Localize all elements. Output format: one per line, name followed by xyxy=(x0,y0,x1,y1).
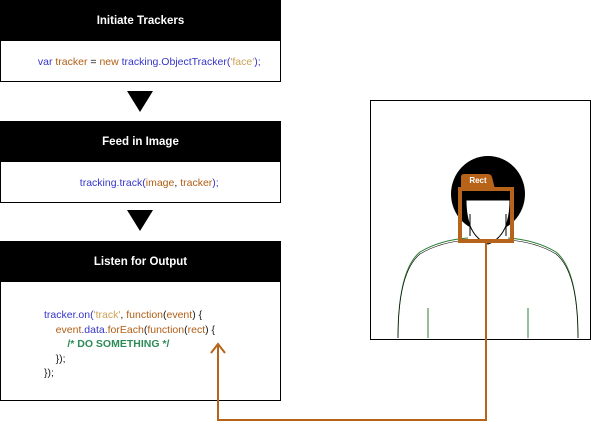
step-initiate-trackers: Initiate Trackers var tracker = new trac… xyxy=(0,0,281,82)
code-token: , xyxy=(120,309,127,321)
flow-arrow-down xyxy=(127,210,153,231)
code-token: function xyxy=(126,309,163,321)
code-token: new xyxy=(99,55,122,68)
code-token: .data. xyxy=(81,323,108,336)
step-title: Feed in Image xyxy=(1,122,280,162)
code-token: event xyxy=(166,309,193,321)
code-line: event.data.forEach(function(rect) { xyxy=(44,323,280,338)
step-listen-for-output: Listen for Output tracker.on('track', fu… xyxy=(0,241,281,401)
code-token: ( xyxy=(143,323,148,336)
step-title: Initiate Trackers xyxy=(1,1,280,41)
face-detection-illustration xyxy=(370,100,591,340)
code-token: image xyxy=(145,176,175,189)
code-token: tracker xyxy=(180,176,213,189)
code-token: ); xyxy=(212,176,219,189)
code-token: ) { xyxy=(192,309,203,321)
code-token: = xyxy=(87,55,100,68)
code-token xyxy=(44,324,56,336)
code-token: tracker.on( xyxy=(44,309,94,321)
code-token: tracker xyxy=(55,55,88,68)
code-comment: /* DO SOMETHING */ xyxy=(44,338,170,350)
code-token: , xyxy=(174,176,181,189)
code-snippet: tracking.track(image, tracker); xyxy=(1,162,280,203)
code-token: ); xyxy=(254,55,261,68)
code-snippet: var tracker = new tracking.ObjectTracker… xyxy=(1,41,280,82)
code-token: 'track' xyxy=(93,309,121,321)
code-token: forEach xyxy=(107,323,144,336)
flow-arrow-down xyxy=(127,91,153,112)
code-token: tracking.ObjectTracker( xyxy=(121,55,231,68)
step-feed-in-image: Feed in Image tracking.track(image, trac… xyxy=(0,121,281,203)
code-token: event xyxy=(55,323,82,336)
detection-label: Rect xyxy=(469,176,487,185)
code-line: }); xyxy=(44,367,54,379)
code-token: rect xyxy=(187,323,206,336)
code-token: ( xyxy=(163,309,167,321)
code-token: 'face' xyxy=(230,55,255,68)
code-token: ( xyxy=(184,323,188,336)
code-token: function xyxy=(147,323,185,336)
code-token: var xyxy=(37,55,56,68)
code-token: ) { xyxy=(205,323,216,336)
step-title: Listen for Output xyxy=(1,242,280,282)
code-line: tracker.on('track', function(event) { xyxy=(44,308,280,323)
code-token: tracking.track( xyxy=(79,176,146,189)
code-snippet: tracker.on('track', function(event) { ev… xyxy=(1,282,280,381)
code-line: }); xyxy=(44,352,66,365)
